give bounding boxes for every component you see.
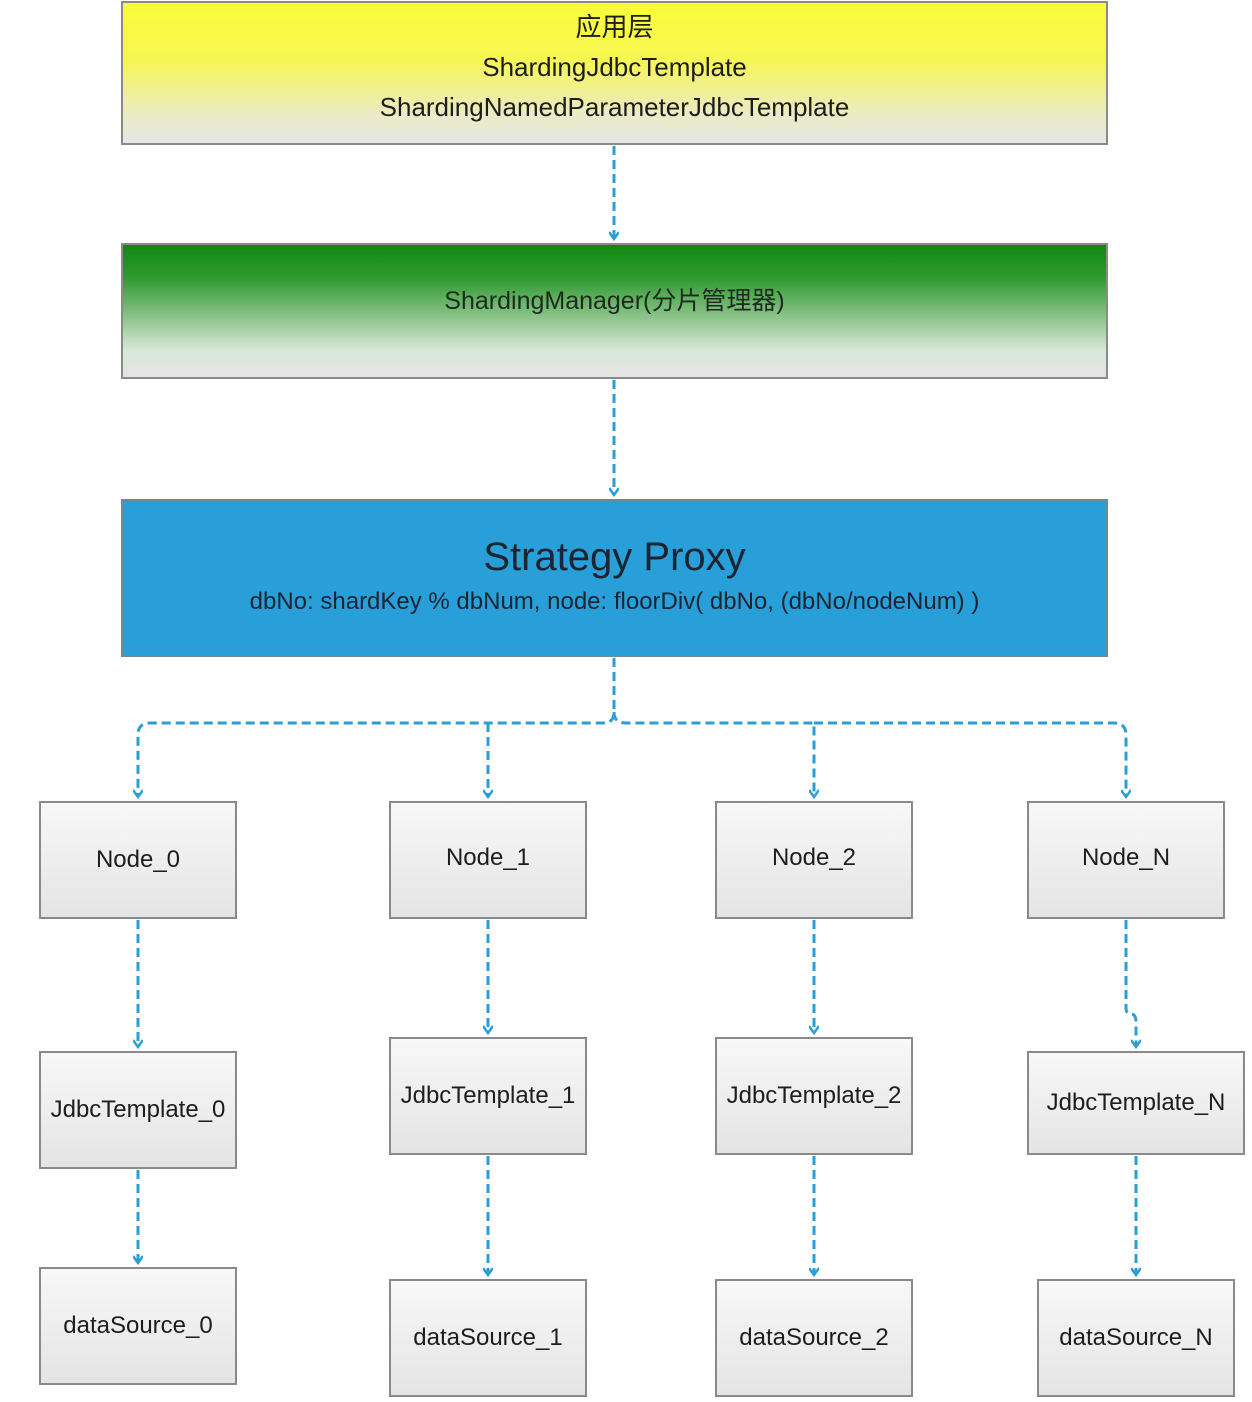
- jdbc-template-box: JdbcTemplate_2: [715, 1037, 913, 1155]
- sharding-manager-label: ShardingManager(分片管理器): [444, 287, 785, 315]
- sharding-named-parameter-jdbc-template-label: ShardingNamedParameterJdbcTemplate: [379, 92, 850, 122]
- node-box: Node_1: [389, 801, 587, 919]
- datasource-box: dataSource_1: [389, 1279, 587, 1397]
- node-label: Node_2: [771, 844, 857, 871]
- jdbc-template-label: JdbcTemplate_1: [400, 1082, 576, 1109]
- sharding-jdbc-template-label: ShardingJdbcTemplate: [482, 52, 747, 82]
- connector-proxy-to-node-0: [138, 658, 616, 796]
- node-box: Node_0: [39, 801, 237, 919]
- datasource-label: dataSource_2: [739, 1324, 889, 1351]
- node-label: Node_N: [1081, 844, 1171, 871]
- datasource-box: dataSource_2: [715, 1279, 913, 1397]
- node-label: Node_0: [95, 846, 181, 873]
- strategy-proxy-box: Strategy Proxy dbNo: shardKey % dbNum, n…: [121, 499, 1108, 657]
- datasource-label: dataSource_N: [1059, 1324, 1213, 1351]
- connector-node-n-to-template-n: [1124, 920, 1136, 1046]
- jdbc-template-box: JdbcTemplate_N: [1027, 1051, 1245, 1155]
- jdbc-template-box: JdbcTemplate_1: [389, 1037, 587, 1155]
- application-layer-box: 应用层 ShardingJdbcTemplate ShardingNamedPa…: [121, 1, 1108, 145]
- datasource-label: dataSource_0: [63, 1312, 213, 1339]
- strategy-proxy-title: Strategy Proxy: [483, 535, 746, 579]
- node-label: Node_1: [445, 844, 531, 871]
- sharding-manager-box: ShardingManager(分片管理器): [121, 243, 1108, 379]
- datasource-box: dataSource_0: [39, 1267, 237, 1385]
- application-layer-title: 应用层: [575, 12, 654, 42]
- datasource-box: dataSource_N: [1037, 1279, 1235, 1397]
- datasource-label: dataSource_1: [413, 1324, 563, 1351]
- node-box: Node_2: [715, 801, 913, 919]
- strategy-proxy-formula: dbNo: shardKey % dbNum, node: floorDiv( …: [249, 588, 980, 615]
- connector-proxy-to-node-2: [612, 711, 814, 796]
- jdbc-template-label: JdbcTemplate_0: [50, 1096, 226, 1123]
- jdbc-template-label: JdbcTemplate_2: [726, 1082, 902, 1109]
- node-box: Node_N: [1027, 801, 1225, 919]
- jdbc-template-label: JdbcTemplate_N: [1046, 1089, 1226, 1116]
- connector-proxy-to-node-n: [814, 721, 1126, 796]
- jdbc-template-box: JdbcTemplate_0: [39, 1051, 237, 1169]
